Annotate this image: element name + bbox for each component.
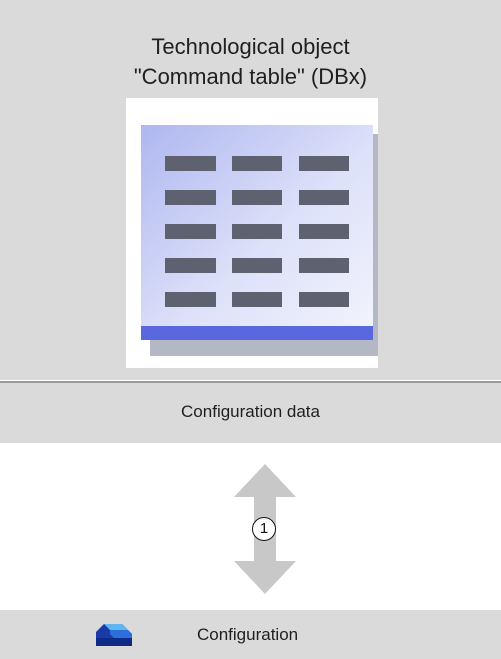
configuration-label[interactable]: Configuration bbox=[197, 625, 299, 644]
command-table-icon-frame bbox=[126, 98, 384, 368]
title-line-2: "Command table" (DBx) bbox=[133, 64, 368, 89]
configuration-bar: Configuration bbox=[0, 610, 501, 659]
technological-object-block: Technological object "Command table" (DB… bbox=[0, 0, 501, 380]
table-cells bbox=[165, 156, 349, 307]
command-table-icon bbox=[141, 125, 384, 356]
configuration-data-bar: Configuration data bbox=[0, 381, 501, 443]
exchange-marker: 1 bbox=[252, 517, 276, 541]
table-bottom-bar bbox=[141, 326, 373, 340]
technological-object-title: Technological object "Command table" (DB… bbox=[0, 32, 501, 92]
configuration-data-label: Configuration data bbox=[181, 402, 320, 421]
configuration-icon[interactable] bbox=[94, 620, 136, 648]
title-line-1: Technological object bbox=[151, 34, 350, 59]
